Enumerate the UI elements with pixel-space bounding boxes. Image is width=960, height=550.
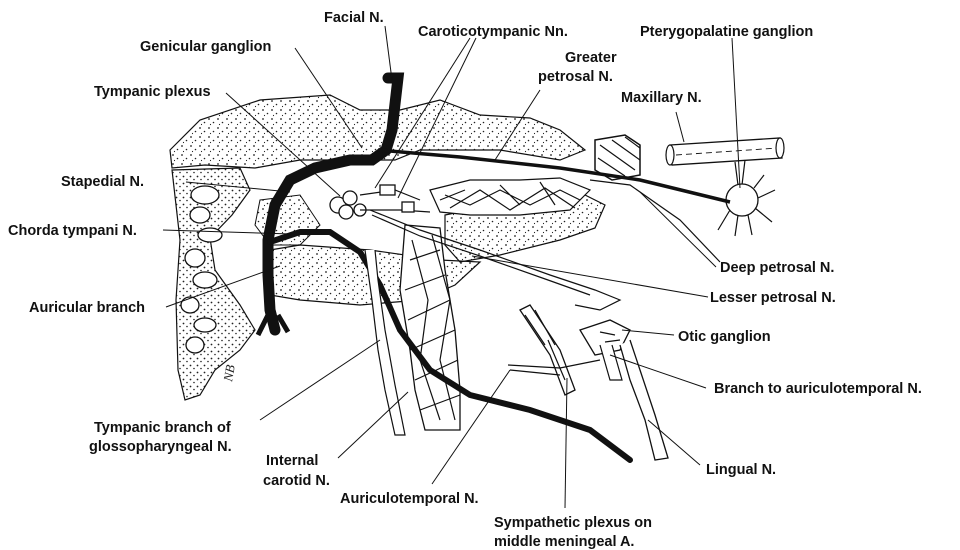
label-maxillary-nerve: Maxillary N.: [621, 90, 702, 106]
label-lingual-nerve: Lingual N.: [706, 462, 776, 478]
label-otic-ganglion: Otic ganglion: [678, 329, 771, 345]
label-tympanic-branch-line2: glossopharyngeal N.: [89, 439, 232, 455]
label-greater-petrosal-line2: petrosal N.: [538, 69, 613, 85]
label-caroticotympanic-nerves: Caroticotympanic Nn.: [418, 24, 568, 40]
signature-mark: NB: [220, 363, 238, 383]
label-auricular-branch: Auricular branch: [29, 300, 145, 316]
label-genicular-ganglion: Genicular ganglion: [140, 39, 271, 55]
petrosal-network: [430, 178, 590, 215]
label-lesser-petrosal: Lesser petrosal N.: [710, 290, 836, 306]
middle-meningeal-shape: [508, 305, 600, 395]
internal-carotid-plexus: [400, 225, 460, 430]
label-pterygopalatine-ganglion: Pterygopalatine ganglion: [640, 24, 813, 40]
label-sympathetic-line2: middle meningeal A.: [494, 534, 634, 550]
label-internal-carotid-line1: Internal: [266, 453, 318, 469]
label-facial-nerve: Facial N.: [324, 10, 384, 26]
label-greater-petrosal-line1: Greater: [565, 50, 617, 66]
pterygopalatine-ganglion-shape: [718, 160, 775, 236]
label-tympanic-plexus: Tympanic plexus: [94, 84, 211, 100]
deep-petrosal-nerve: [590, 180, 720, 262]
label-tympanic-branch-line1: Tympanic branch of: [94, 420, 231, 436]
labels: Facial N. Genicular ganglion Caroticotym…: [8, 10, 922, 550]
label-stapedial-nerve: Stapedial N.: [61, 174, 144, 190]
label-auriculotemporal-nerve: Auriculotemporal N.: [340, 491, 479, 507]
label-sympathetic-line1: Sympathetic plexus on: [494, 515, 652, 531]
label-deep-petrosal: Deep petrosal N.: [720, 260, 834, 276]
label-internal-carotid-line2: carotid N.: [263, 473, 330, 489]
label-chorda-tympani: Chorda tympani N.: [8, 223, 137, 239]
label-branch-auriculotemporal: Branch to auriculotemporal N.: [714, 381, 922, 397]
